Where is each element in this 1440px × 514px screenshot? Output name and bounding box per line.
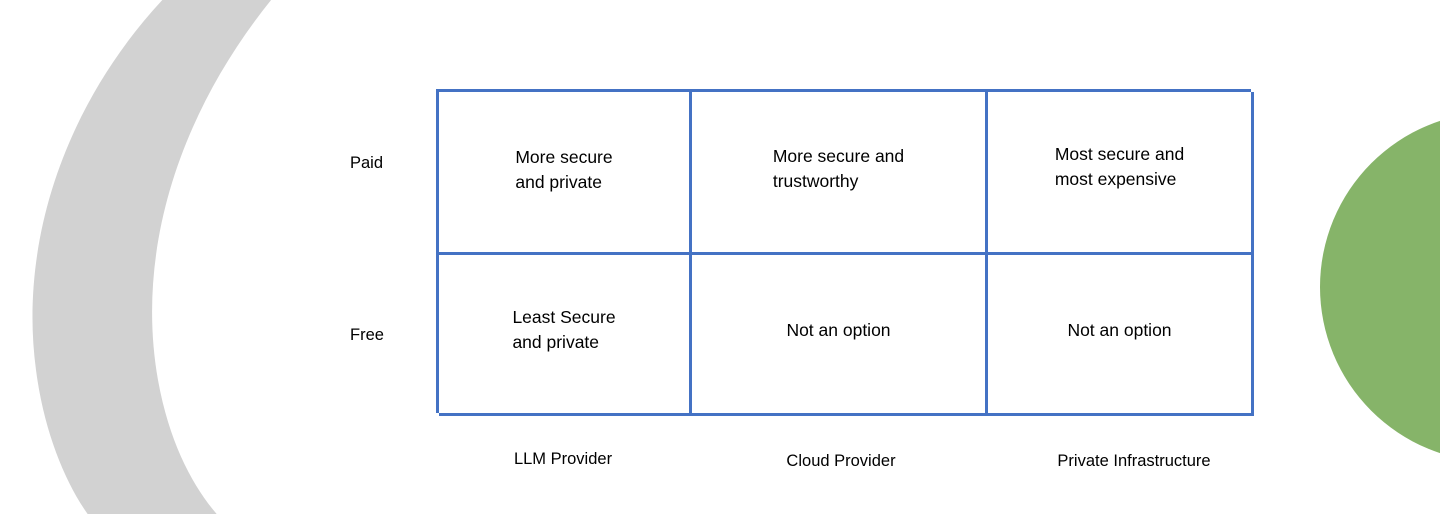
- row-label-free: Free: [350, 326, 384, 344]
- column-label-llm-provider: LLM Provider: [513, 450, 613, 468]
- column-label-cloud-provider: Cloud Provider: [786, 452, 896, 470]
- matrix-cell-free-llm-provider[interactable]: Least Secure and private: [439, 255, 692, 416]
- matrix-cell-text: Least Secure and private: [512, 307, 616, 352]
- matrix-cell-paid-llm-provider[interactable]: More secure and private: [439, 92, 692, 255]
- matrix-cell-free-cloud-provider[interactable]: Not an option: [692, 255, 988, 416]
- gray-arc-band-shape: [32, 0, 272, 514]
- matrix-cell-text: More secure and private: [515, 147, 613, 192]
- green-circle-shape: [1320, 120, 1440, 454]
- matrix-cell-text: Not an option: [1067, 320, 1172, 340]
- matrix-cell-paid-private-infrastructure[interactable]: Most secure and most expensive: [988, 92, 1254, 255]
- row-label-paid: Paid: [350, 154, 384, 172]
- matrix-cell-free-private-infrastructure[interactable]: Not an option: [988, 255, 1254, 416]
- matrix-cell-text: Not an option: [786, 320, 891, 340]
- column-label-private-infrastructure: Private Infrastructure: [1057, 452, 1211, 470]
- comparison-matrix: More secure and private More secure and …: [436, 89, 1254, 416]
- matrix-cell-paid-cloud-provider[interactable]: More secure and trustworthy: [692, 92, 988, 255]
- matrix-cell-text: More secure and trustworthy: [772, 146, 905, 191]
- matrix-cell-text: Most secure and most expensive: [1054, 144, 1185, 189]
